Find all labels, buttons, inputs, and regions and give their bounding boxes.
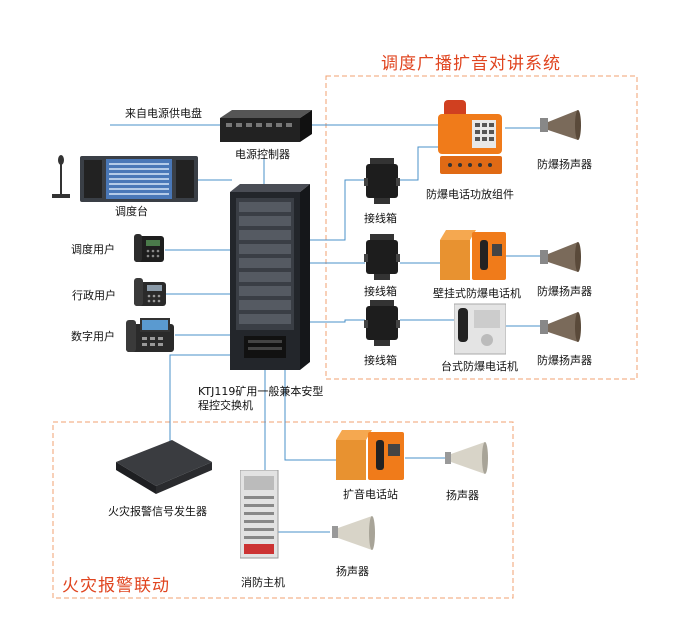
junction-box-icon <box>364 300 400 346</box>
horn-speaker-icon <box>540 242 581 272</box>
horn-speaker-icon <box>445 442 488 474</box>
desk-ex-phone-icon <box>454 303 506 355</box>
speaker-2-label: 扬声器 <box>336 565 369 578</box>
desk-ex-phone-label: 台式防爆电话机 <box>441 360 518 373</box>
switch-label-line2: 程控交换机 <box>198 399 253 412</box>
junction-box-icon <box>364 158 400 204</box>
pa-phone-station-icon <box>336 430 404 480</box>
ex-phone-amp-label: 防爆电话功放组件 <box>426 188 514 201</box>
admin-user-phone-icon <box>134 278 166 306</box>
ex-speaker-1-label: 防爆扬声器 <box>537 158 592 171</box>
fire-host-label: 消防主机 <box>241 576 285 589</box>
junction-box-icon <box>364 234 400 280</box>
junction-box-3-label: 接线箱 <box>364 354 397 367</box>
junction-box-2-label: 接线箱 <box>364 285 397 298</box>
ex-speaker-3-label: 防爆扬声器 <box>537 354 592 367</box>
power-controller-icon <box>220 110 312 142</box>
dispatch-console-icon <box>52 155 198 202</box>
digital-user-label: 数字用户 <box>71 330 115 343</box>
dispatch-user-phone-icon <box>134 234 164 262</box>
fire-section-border <box>52 421 514 599</box>
speaker-1-label: 扬声器 <box>446 489 479 502</box>
admin-user-label: 行政用户 <box>72 289 116 302</box>
horn-speaker-icon <box>540 110 581 140</box>
ex-phone-amp-icon <box>438 100 502 174</box>
fire-signal-generator-icon <box>116 440 212 494</box>
junction-box-1-label: 接线箱 <box>364 212 397 225</box>
broadcast-section-border <box>325 75 638 380</box>
broadcast-section-title: 调度广播扩音对讲系统 <box>381 54 561 74</box>
switch-label-line1: KTJ119矿用一般兼本安型 <box>198 385 324 398</box>
dispatch-user-label: 调度用户 <box>71 243 115 256</box>
dispatch-console-label: 调度台 <box>115 205 148 218</box>
fire-section-title: 火灾报警联动 <box>62 576 170 596</box>
wall-ex-phone-icon <box>440 230 506 280</box>
digital-user-phone-icon <box>126 318 174 352</box>
fire-signal-generator-label: 火灾报警信号发生器 <box>108 505 207 518</box>
horn-speaker-icon <box>540 312 581 342</box>
pa-phone-station-label: 扩音电话站 <box>343 488 398 501</box>
fire-host-cabinet-icon <box>240 470 279 559</box>
power-controller-label: 电源控制器 <box>235 148 290 161</box>
horn-speaker-icon <box>332 516 375 550</box>
wall-ex-phone-label: 壁挂式防爆电话机 <box>433 287 521 300</box>
ex-speaker-2-label: 防爆扬声器 <box>537 285 592 298</box>
power-source-label: 来自电源供电盘 <box>125 107 202 120</box>
switch-cabinet-icon <box>230 184 310 370</box>
